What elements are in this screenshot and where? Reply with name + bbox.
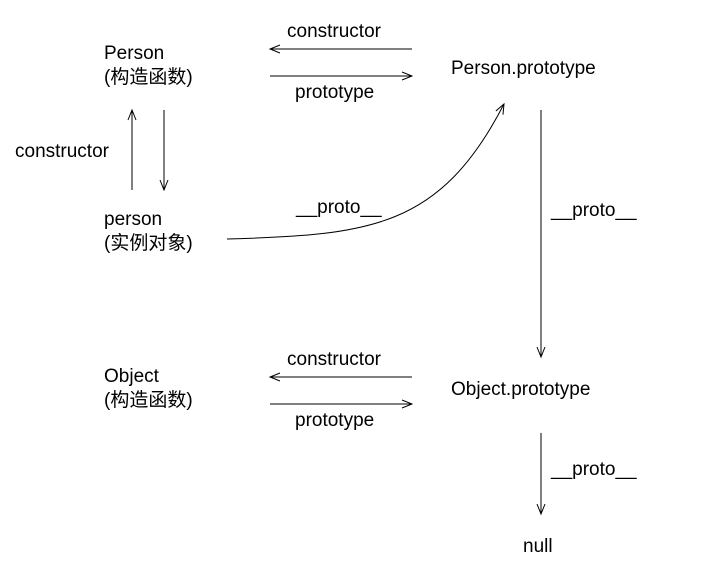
edge-label-left-constructor: constructor [15,141,109,162]
edge-label-curve-proto: __proto__ [296,197,382,218]
node-null: null [523,536,553,557]
node-person-prototype: Person.prototype [451,58,596,79]
edge-label-bottom-constructor: constructor [287,349,381,370]
node-object-prototype: Object.prototype [451,379,591,400]
node-person-constructor-note: (构造函数) [104,67,193,88]
node-object-constructor-note: (构造函数) [104,390,193,411]
arrow-curve-proto [226,104,504,240]
edge-label-top-prototype: prototype [295,82,375,103]
node-person-constructor: Person (构造函数) [104,42,193,90]
node-person-constructor-name: Person [104,43,165,64]
edge-label-null-proto: __proto__ [551,459,637,480]
edge-label-bottom-prototype: prototype [295,410,375,431]
node-object-constructor-name: Object [104,366,159,387]
node-person-instance-note: (实例对象) [104,233,193,254]
node-person-instance: person (实例对象) [104,208,193,256]
edge-label-right-proto: __proto__ [551,200,637,221]
edge-label-top-constructor: constructor [287,21,381,42]
node-object-constructor: Object (构造函数) [104,365,193,413]
node-person-instance-name: person [104,209,163,230]
